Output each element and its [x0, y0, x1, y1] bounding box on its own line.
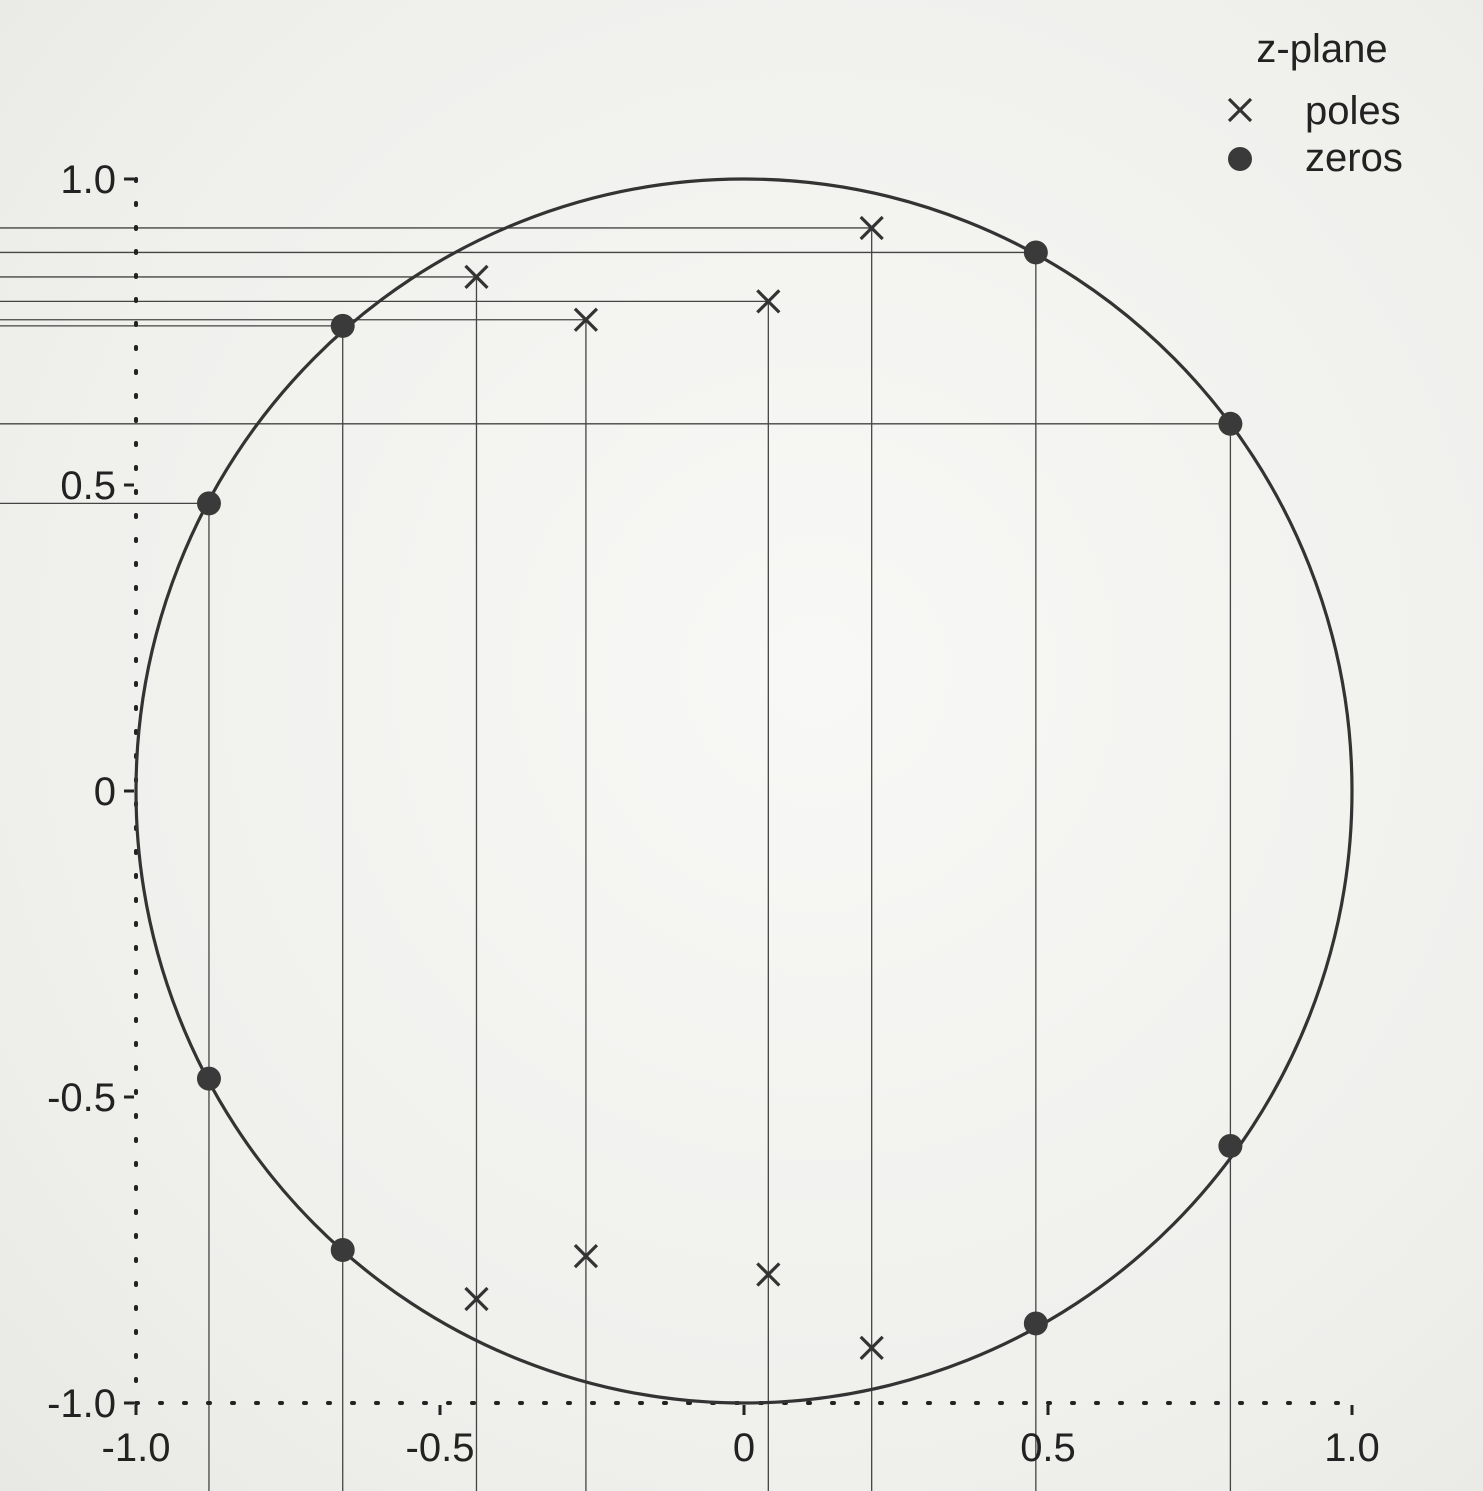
- pole-marker: [464, 264, 489, 290]
- zero-marker: [196, 491, 221, 516]
- y-tick-label: -1.0: [47, 1382, 116, 1426]
- zero-marker: [196, 1066, 221, 1091]
- unit-circle: [134, 177, 1354, 1405]
- data-marks: [196, 215, 1243, 1361]
- pole-marker: [756, 289, 781, 314]
- pole-stroke-b: [756, 1262, 781, 1287]
- pole-marker: [464, 1286, 489, 1312]
- axes: 1.0 0.5 0 -0.5 -1.0-1.0 -0.5 0 0.5 1.0: [47, 158, 1380, 1470]
- pole-stroke-b: [859, 1335, 884, 1361]
- zero-marker: [1023, 240, 1048, 265]
- y-tick-label: -0.5: [47, 1076, 116, 1120]
- zero-marker: [1023, 1311, 1048, 1336]
- x-tick-label: -0.5: [406, 1426, 475, 1470]
- legend-pole-symbol: [1227, 97, 1253, 123]
- pole-marker: [756, 1262, 781, 1287]
- legend-label-poles: poles: [1305, 89, 1401, 133]
- y-tick-label: 0.5: [60, 464, 116, 508]
- pole-marker: [859, 1335, 884, 1361]
- y-tick-label: 0: [94, 770, 116, 814]
- pole-stroke-b: [756, 289, 781, 314]
- pole-marker: [859, 215, 884, 241]
- pole-stroke-b: [464, 1286, 489, 1312]
- legend-zero-symbol: [1228, 147, 1252, 171]
- x-tick-label: -1.0: [102, 1426, 171, 1470]
- unit-circle-layer: [134, 177, 1354, 1405]
- zero-marker: [330, 1238, 355, 1262]
- x-tick-label: 0.5: [1020, 1426, 1076, 1470]
- guide-lines: [0, 227, 1232, 1491]
- zero-marker: [1218, 1133, 1243, 1158]
- pole-marker: [573, 307, 599, 332]
- y-tick-label: 1.0: [60, 158, 116, 202]
- legend-label-zeros: zeros: [1305, 136, 1403, 180]
- pole-marker: [573, 1243, 599, 1269]
- pole-stroke-b: [464, 264, 489, 290]
- pole-stroke-b: [573, 307, 599, 332]
- x-tick-label: 0: [733, 1426, 755, 1470]
- legend-title: z-plane: [1256, 27, 1387, 71]
- pole-stroke-b: [859, 215, 884, 241]
- zero-marker: [330, 313, 355, 338]
- x-tick-label: 1.0: [1324, 1426, 1380, 1470]
- pole-stroke-b: [1227, 97, 1253, 123]
- pole-stroke-b: [573, 1243, 599, 1269]
- zero-marker: [1218, 411, 1243, 436]
